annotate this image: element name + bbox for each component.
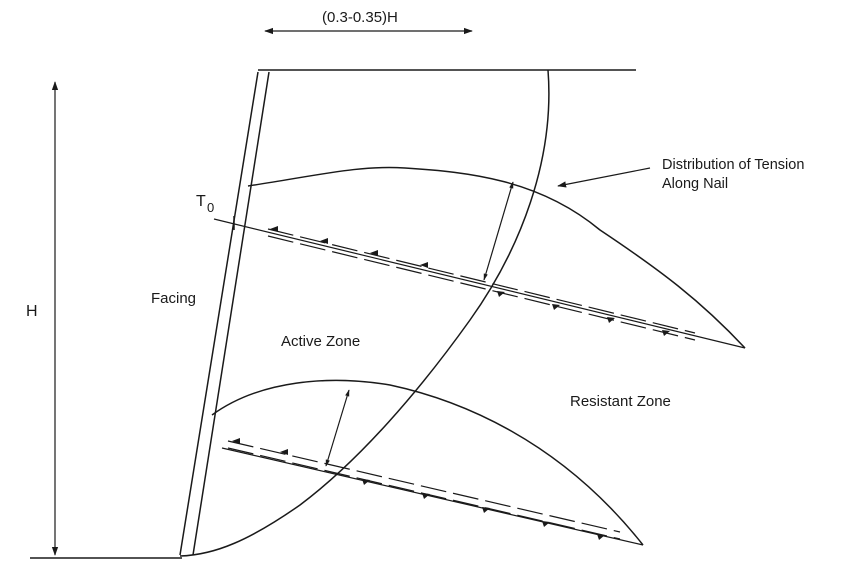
active-zone-label: Active Zone bbox=[281, 333, 360, 350]
lower-tension-curve bbox=[211, 379, 644, 546]
t0-label: T bbox=[196, 193, 206, 210]
dimension-top-label: (0.3-0.35)H bbox=[322, 9, 398, 26]
lower-nail bbox=[221, 440, 644, 546]
facing-wall bbox=[179, 71, 270, 556]
upper-nail bbox=[213, 218, 746, 349]
upper-double-arrow bbox=[483, 181, 514, 281]
lower-double-arrow bbox=[325, 389, 350, 467]
facing-label: Facing bbox=[151, 290, 196, 307]
nail-shear-arrows bbox=[232, 226, 670, 540]
tension-label-line1: Distribution of Tension bbox=[662, 157, 804, 173]
height-label: H bbox=[26, 303, 38, 320]
tension-leader-arrow bbox=[557, 167, 651, 188]
tension-label-line2: Along Nail bbox=[662, 176, 728, 192]
upper-tension-curve bbox=[247, 166, 746, 349]
t0-subscript: 0 bbox=[207, 200, 214, 215]
resistant-zone-label: Resistant Zone bbox=[570, 393, 671, 410]
